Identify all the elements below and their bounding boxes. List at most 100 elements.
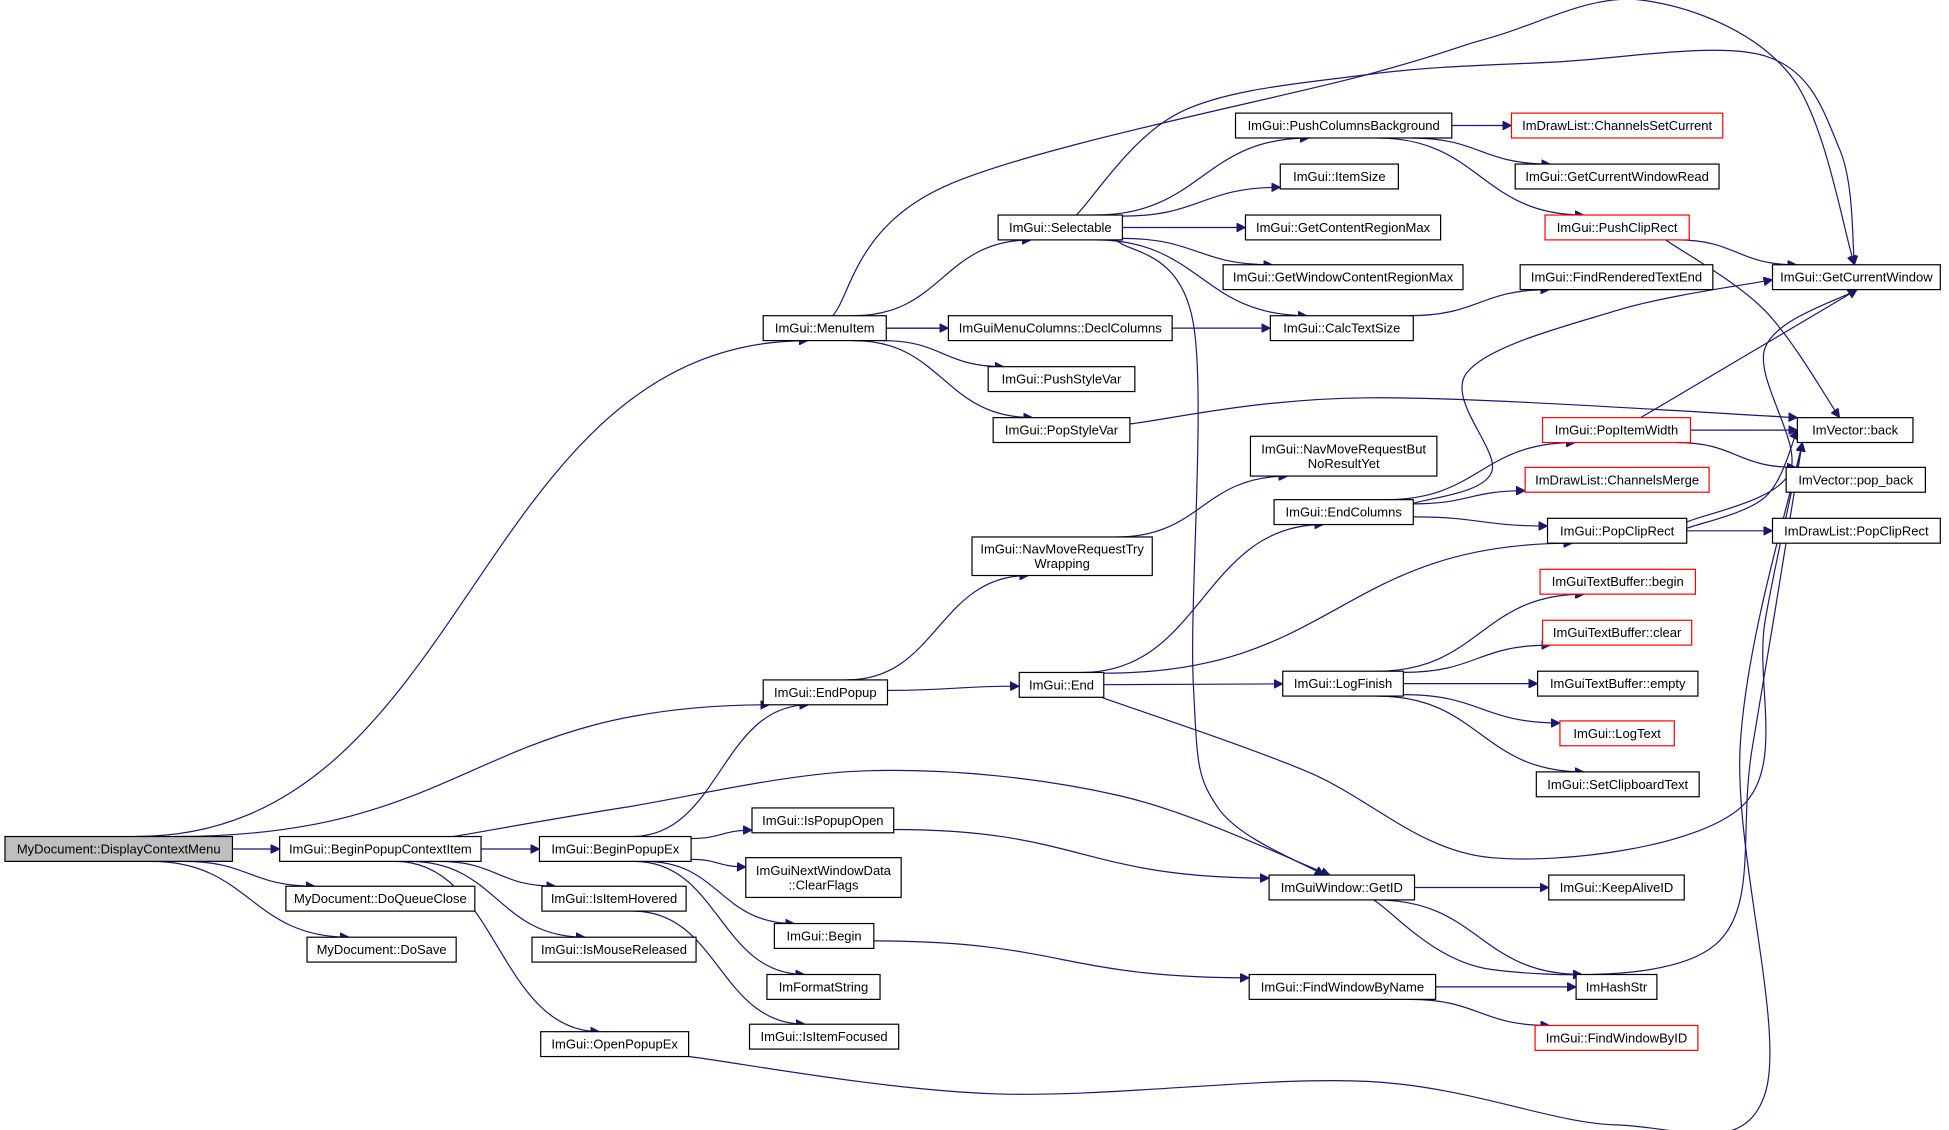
- node-openpopupex[interactable]: ImGui::OpenPopupEx: [540, 1031, 690, 1058]
- edge-menuitem-to-popstyle: [853, 340, 1033, 418]
- edge-endpopup-to-navtry: [846, 576, 1029, 681]
- node-label: ImVector::back: [1812, 423, 1898, 438]
- node-label: ImGui::LogFinish: [1294, 676, 1392, 691]
- node-dqc[interactable]: MyDocument::DoQueueClose: [285, 885, 476, 912]
- node-endpopup[interactable]: ImGui::EndPopup: [762, 679, 889, 706]
- node-label: ImDrawList::PopClipRect: [1784, 523, 1929, 538]
- edge-bpci-to-openpopupex: [395, 860, 599, 1031]
- edge-popstyle-to-vback: [1129, 397, 1798, 425]
- node-chsetcur[interactable]: ImDrawList::ChannelsSetCurrent: [1510, 112, 1724, 139]
- node-tbbegin[interactable]: ImGuiTextBuffer::begin: [1539, 568, 1697, 595]
- node-label: ImHashStr: [1586, 979, 1648, 994]
- node-vpopback[interactable]: ImVector::pop_back: [1785, 466, 1926, 493]
- node-dosave[interactable]: MyDocument::DoSave: [306, 936, 457, 963]
- node-calctext[interactable]: ImGui::CalcTextSize: [1269, 315, 1414, 342]
- node-label: ImGui::IsItemFocused: [761, 1029, 888, 1044]
- node-tbclear[interactable]: ImGuiTextBuffer::clear: [1541, 619, 1693, 646]
- node-box-ishovered: [541, 885, 687, 912]
- edge-getid-to-vback: [1373, 443, 1803, 976]
- node-bpex[interactable]: ImGui::BeginPopupEx: [538, 835, 692, 862]
- node-label: ImGui::KeepAliveID: [1560, 880, 1673, 895]
- edge-popclip-to-getcw: [1686, 290, 1857, 523]
- node-nextwin[interactable]: ImGuiNextWindowData::ClearFlags: [745, 857, 902, 899]
- node-box-getid: [1268, 874, 1416, 901]
- edge-endcols-to-chmerge: [1413, 491, 1525, 505]
- node-endcols[interactable]: ImGui::EndColumns: [1273, 499, 1414, 526]
- node-getcw[interactable]: ImGui::GetCurrentWindow: [1771, 264, 1941, 291]
- edge-pushclip-to-getcw: [1676, 239, 1797, 265]
- node-ishovered[interactable]: ImGui::IsItemHovered: [541, 885, 687, 912]
- node-tbempty[interactable]: ImGuiTextBuffer::empty: [1536, 670, 1699, 697]
- node-label: ImGui::IsMouseReleased: [541, 942, 687, 957]
- node-imformat[interactable]: ImFormatString: [766, 973, 881, 1000]
- node-findwinid[interactable]: ImGui::FindWindowByID: [1534, 1024, 1699, 1051]
- node-label: MyDocument::DoSave: [317, 942, 447, 957]
- node-dlpopclip[interactable]: ImDrawList::PopClipRect: [1771, 517, 1941, 544]
- node-box-begin: [773, 922, 875, 949]
- node-menuitem[interactable]: ImGui::MenuItem: [762, 315, 887, 342]
- edge-selectable-to-getwcrm: [1122, 237, 1272, 264]
- node-box-vback: [1796, 417, 1914, 444]
- node-chmerge[interactable]: ImDrawList::ChannelsMerge: [1524, 466, 1710, 493]
- node-box-declcols: [947, 315, 1173, 342]
- edge-end-to-endcols: [1081, 525, 1324, 674]
- node-box-openpopupex: [540, 1031, 690, 1058]
- node-findrte[interactable]: ImGui::FindRenderedTextEnd: [1519, 264, 1714, 291]
- node-vback[interactable]: ImVector::back: [1796, 417, 1914, 444]
- node-label: ImDrawList::ChannelsSetCurrent: [1522, 118, 1712, 133]
- node-box-popitemw: [1541, 417, 1692, 444]
- node-logfinish[interactable]: ImGui::LogFinish: [1282, 670, 1404, 697]
- node-label: ImGui::GetWindowContentRegionMax: [1233, 270, 1454, 285]
- node-box-chmerge: [1524, 466, 1710, 493]
- edge-bpci-to-getid: [453, 769, 1330, 875]
- edge-display-to-dosave: [151, 860, 349, 937]
- node-ispopupopen[interactable]: ImGui::IsPopupOpen: [751, 807, 895, 834]
- node-isfocused[interactable]: ImGui::IsItemFocused: [748, 1023, 900, 1050]
- edge-selectable-to-getid: [1115, 239, 1324, 875]
- edge-end-to-vback: [1101, 443, 1802, 860]
- node-box-chsetcur: [1510, 112, 1724, 139]
- node-getwcrm[interactable]: ImGui::GetWindowContentRegionMax: [1222, 264, 1464, 291]
- node-popitemw[interactable]: ImGui::PopItemWidth: [1541, 417, 1692, 444]
- node-setclip[interactable]: ImGui::SetClipboardText: [1535, 771, 1700, 798]
- node-pushclip[interactable]: ImGui::PushClipRect: [1544, 214, 1690, 241]
- node-imhash[interactable]: ImHashStr: [1575, 973, 1658, 1000]
- node-declcols[interactable]: ImGuiMenuColumns::DeclColumns: [947, 315, 1173, 342]
- edges: [135, 0, 1857, 1130]
- node-keepalive[interactable]: ImGui::KeepAliveID: [1548, 874, 1685, 901]
- node-selectable[interactable]: ImGui::Selectable: [997, 214, 1124, 241]
- node-label: ImGui::EndColumns: [1286, 505, 1403, 520]
- node-display[interactable]: MyDocument::DisplayContextMenu: [4, 835, 234, 862]
- edge-logfinish-to-tbclear: [1403, 645, 1550, 673]
- edge-logfinish-to-tbbegin: [1376, 594, 1585, 672]
- node-label: ImGui::FindRenderedTextEnd: [1531, 270, 1702, 285]
- node-popclip[interactable]: ImGui::PopClipRect: [1546, 517, 1688, 544]
- node-itemsize[interactable]: ImGui::ItemSize: [1279, 163, 1399, 190]
- node-box-getwcrm: [1222, 264, 1464, 291]
- node-box-pushcolbg: [1234, 112, 1453, 139]
- edge-endcols-to-popitemw: [1384, 443, 1575, 501]
- node-label: ImGui::PushClipRect: [1557, 220, 1678, 235]
- node-box-getcw: [1771, 264, 1941, 291]
- edge-display-to-endpopup: [174, 705, 770, 838]
- node-getcrm[interactable]: ImGui::GetContentRegionMax: [1244, 214, 1442, 241]
- node-label: ImGui::PushColumnsBackground: [1248, 118, 1440, 133]
- node-bpci[interactable]: ImGui::BeginPopupContextItem: [279, 835, 482, 862]
- node-ismouserel[interactable]: ImGui::IsMouseReleased: [531, 936, 697, 963]
- node-pushstyle[interactable]: ImGui::PushStyleVar: [987, 366, 1136, 393]
- node-getid[interactable]: ImGuiWindow::GetID: [1268, 874, 1416, 901]
- node-findwin[interactable]: ImGui::FindWindowByName: [1248, 973, 1437, 1000]
- node-label: ImDrawList::ChannelsMerge: [1535, 472, 1699, 487]
- edge-logfinish-to-logtext: [1403, 694, 1560, 723]
- node-logtext[interactable]: ImGui::LogText: [1559, 720, 1675, 747]
- node-begin[interactable]: ImGui::Begin: [773, 922, 875, 949]
- node-end[interactable]: ImGui::End: [1018, 671, 1105, 698]
- node-popstyle[interactable]: ImGui::PopStyleVar: [992, 417, 1131, 444]
- node-pushcolbg[interactable]: ImGui::PushColumnsBackground: [1234, 112, 1453, 139]
- edge-selectable-to-getcw: [1075, 49, 1854, 265]
- node-getcwr[interactable]: ImGui::GetCurrentWindowRead: [1514, 163, 1720, 190]
